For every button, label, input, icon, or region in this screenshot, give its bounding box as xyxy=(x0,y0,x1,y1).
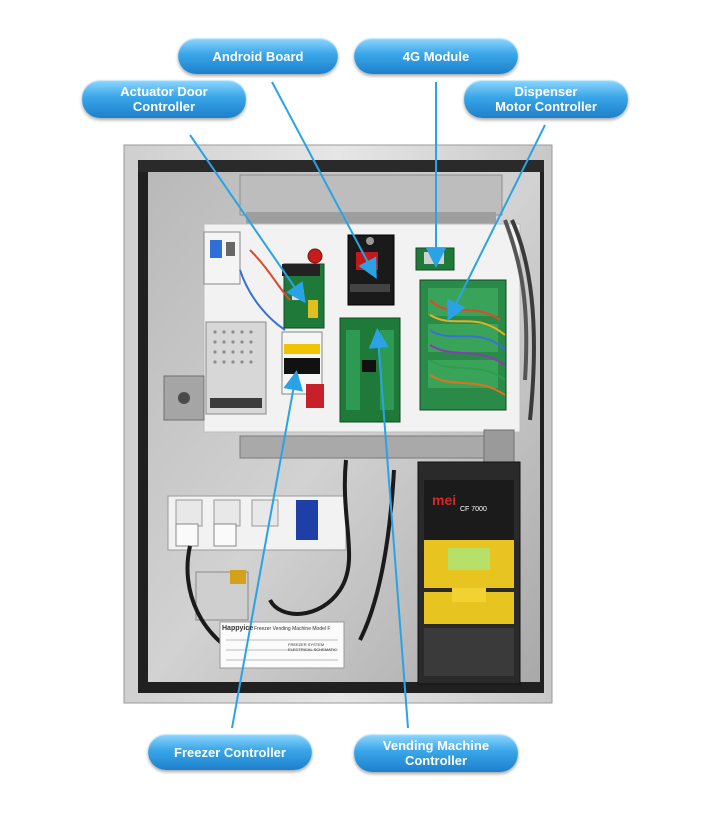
schematic-sheet xyxy=(219,621,345,669)
coin-mech-model-label: CF 7000 xyxy=(460,506,487,513)
dispenser-motor-controller-boards xyxy=(419,279,507,411)
wire-bundles xyxy=(239,219,536,421)
lower-power-supply xyxy=(195,570,249,621)
circuit-breaker xyxy=(203,231,241,285)
arrow-vending-machine xyxy=(368,328,409,729)
schematic-subtitle: FREEZER SYSTEM ELECTRICAL SCHEMATIC xyxy=(288,642,337,652)
schematic-title: Freezer Vending Machine Model F xyxy=(254,626,331,632)
actuator-door-controller-board xyxy=(282,263,325,329)
callout-vending-machine-controller: Vending Machine Controller xyxy=(354,734,518,772)
callout-dispenser-motor-controller: Dispenser Motor Controller xyxy=(464,80,628,118)
middle-cable-trunking xyxy=(239,429,515,479)
power-strip xyxy=(167,495,347,551)
door-lock-bracket xyxy=(163,375,205,421)
arrow-android-board xyxy=(271,81,377,279)
red-push-button xyxy=(307,248,323,264)
callout-arrows xyxy=(189,81,546,729)
top-cable-trunking xyxy=(239,174,503,224)
coin-mechanism-compartment xyxy=(417,461,521,685)
callout-actuator-door-controller: Actuator Door Controller xyxy=(82,80,246,118)
arrow-freezer xyxy=(231,370,304,729)
arrow-dispenser-motor xyxy=(447,124,546,321)
callout-android-board: Android Board xyxy=(178,38,338,74)
callout-freezer-controller: Freezer Controller xyxy=(148,734,312,770)
brand-label: Happyice xyxy=(222,625,254,632)
arrow-actuator-door xyxy=(189,134,306,304)
coin-mech-brand-label: mei xyxy=(432,492,457,508)
vending-machine-controller-board xyxy=(339,317,401,423)
power-supply-unit xyxy=(205,321,267,415)
callout-4g-module: 4G Module xyxy=(354,38,518,74)
